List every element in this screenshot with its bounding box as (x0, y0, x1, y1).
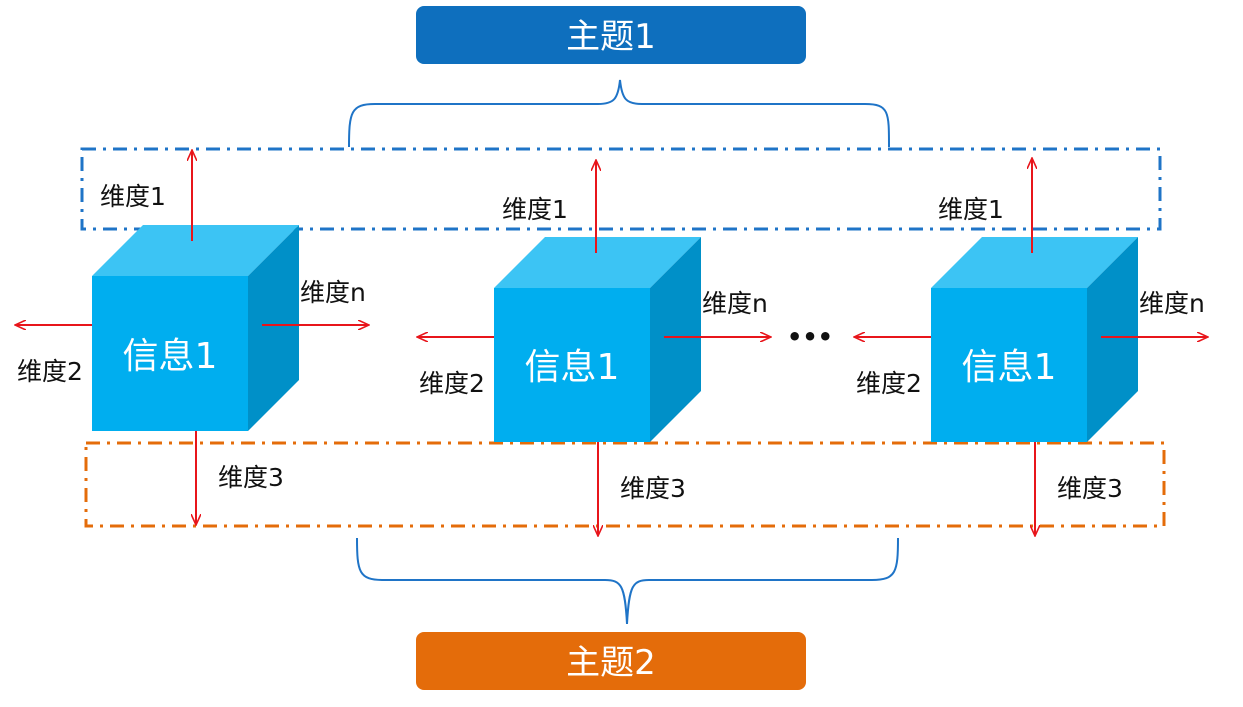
cube-top-face (92, 225, 299, 276)
dim1-label-cube1: 维度1 (100, 182, 166, 211)
dim3-label-cube3: 维度3 (1057, 474, 1123, 503)
dim2-label-cube2: 维度2 (419, 369, 485, 398)
cube-side-face (248, 225, 299, 431)
dimn-label-cube2: 维度n (702, 289, 768, 318)
dimn-label-cube3: 维度n (1139, 289, 1205, 318)
info-cube-3: 信息1 (931, 237, 1138, 442)
cube-top-face (494, 237, 701, 288)
cube-top-face (931, 237, 1138, 288)
cube-front-face (494, 288, 650, 442)
bottom-dimension-group (84, 441, 1166, 528)
cube-label: 信息1 (123, 336, 218, 377)
info-cube-2: 信息1 (494, 237, 701, 442)
dim2-label-cube3: 维度2 (856, 369, 922, 398)
cube-label: 信息1 (962, 347, 1057, 388)
cube-front-face (92, 276, 248, 431)
topic-bottom-box (416, 632, 806, 690)
cube-side-face (1087, 237, 1138, 442)
cube-label: 信息1 (525, 347, 620, 388)
topic-top-label: 主题1 (566, 17, 656, 57)
ellipsis: ••• (787, 323, 833, 351)
dimn-label-cube1: 维度n (300, 278, 366, 307)
bottom-brace (356, 537, 899, 625)
cube-front-face (931, 288, 1087, 442)
cube-side-face (650, 237, 701, 442)
top-brace (348, 79, 890, 148)
info-cube-1: 信息1 (92, 225, 299, 431)
dim3-label-cube2: 维度3 (620, 474, 686, 503)
topic-top-box (416, 6, 806, 64)
topic-bottom-label: 主题2 (566, 643, 656, 683)
dim3-label-cube1: 维度3 (218, 463, 284, 492)
dim1-label-cube2: 维度1 (502, 195, 568, 224)
dim1-label-cube3: 维度1 (938, 195, 1004, 224)
dim2-label-cube1: 维度2 (17, 357, 83, 386)
top-dimension-group (80, 147, 1162, 231)
